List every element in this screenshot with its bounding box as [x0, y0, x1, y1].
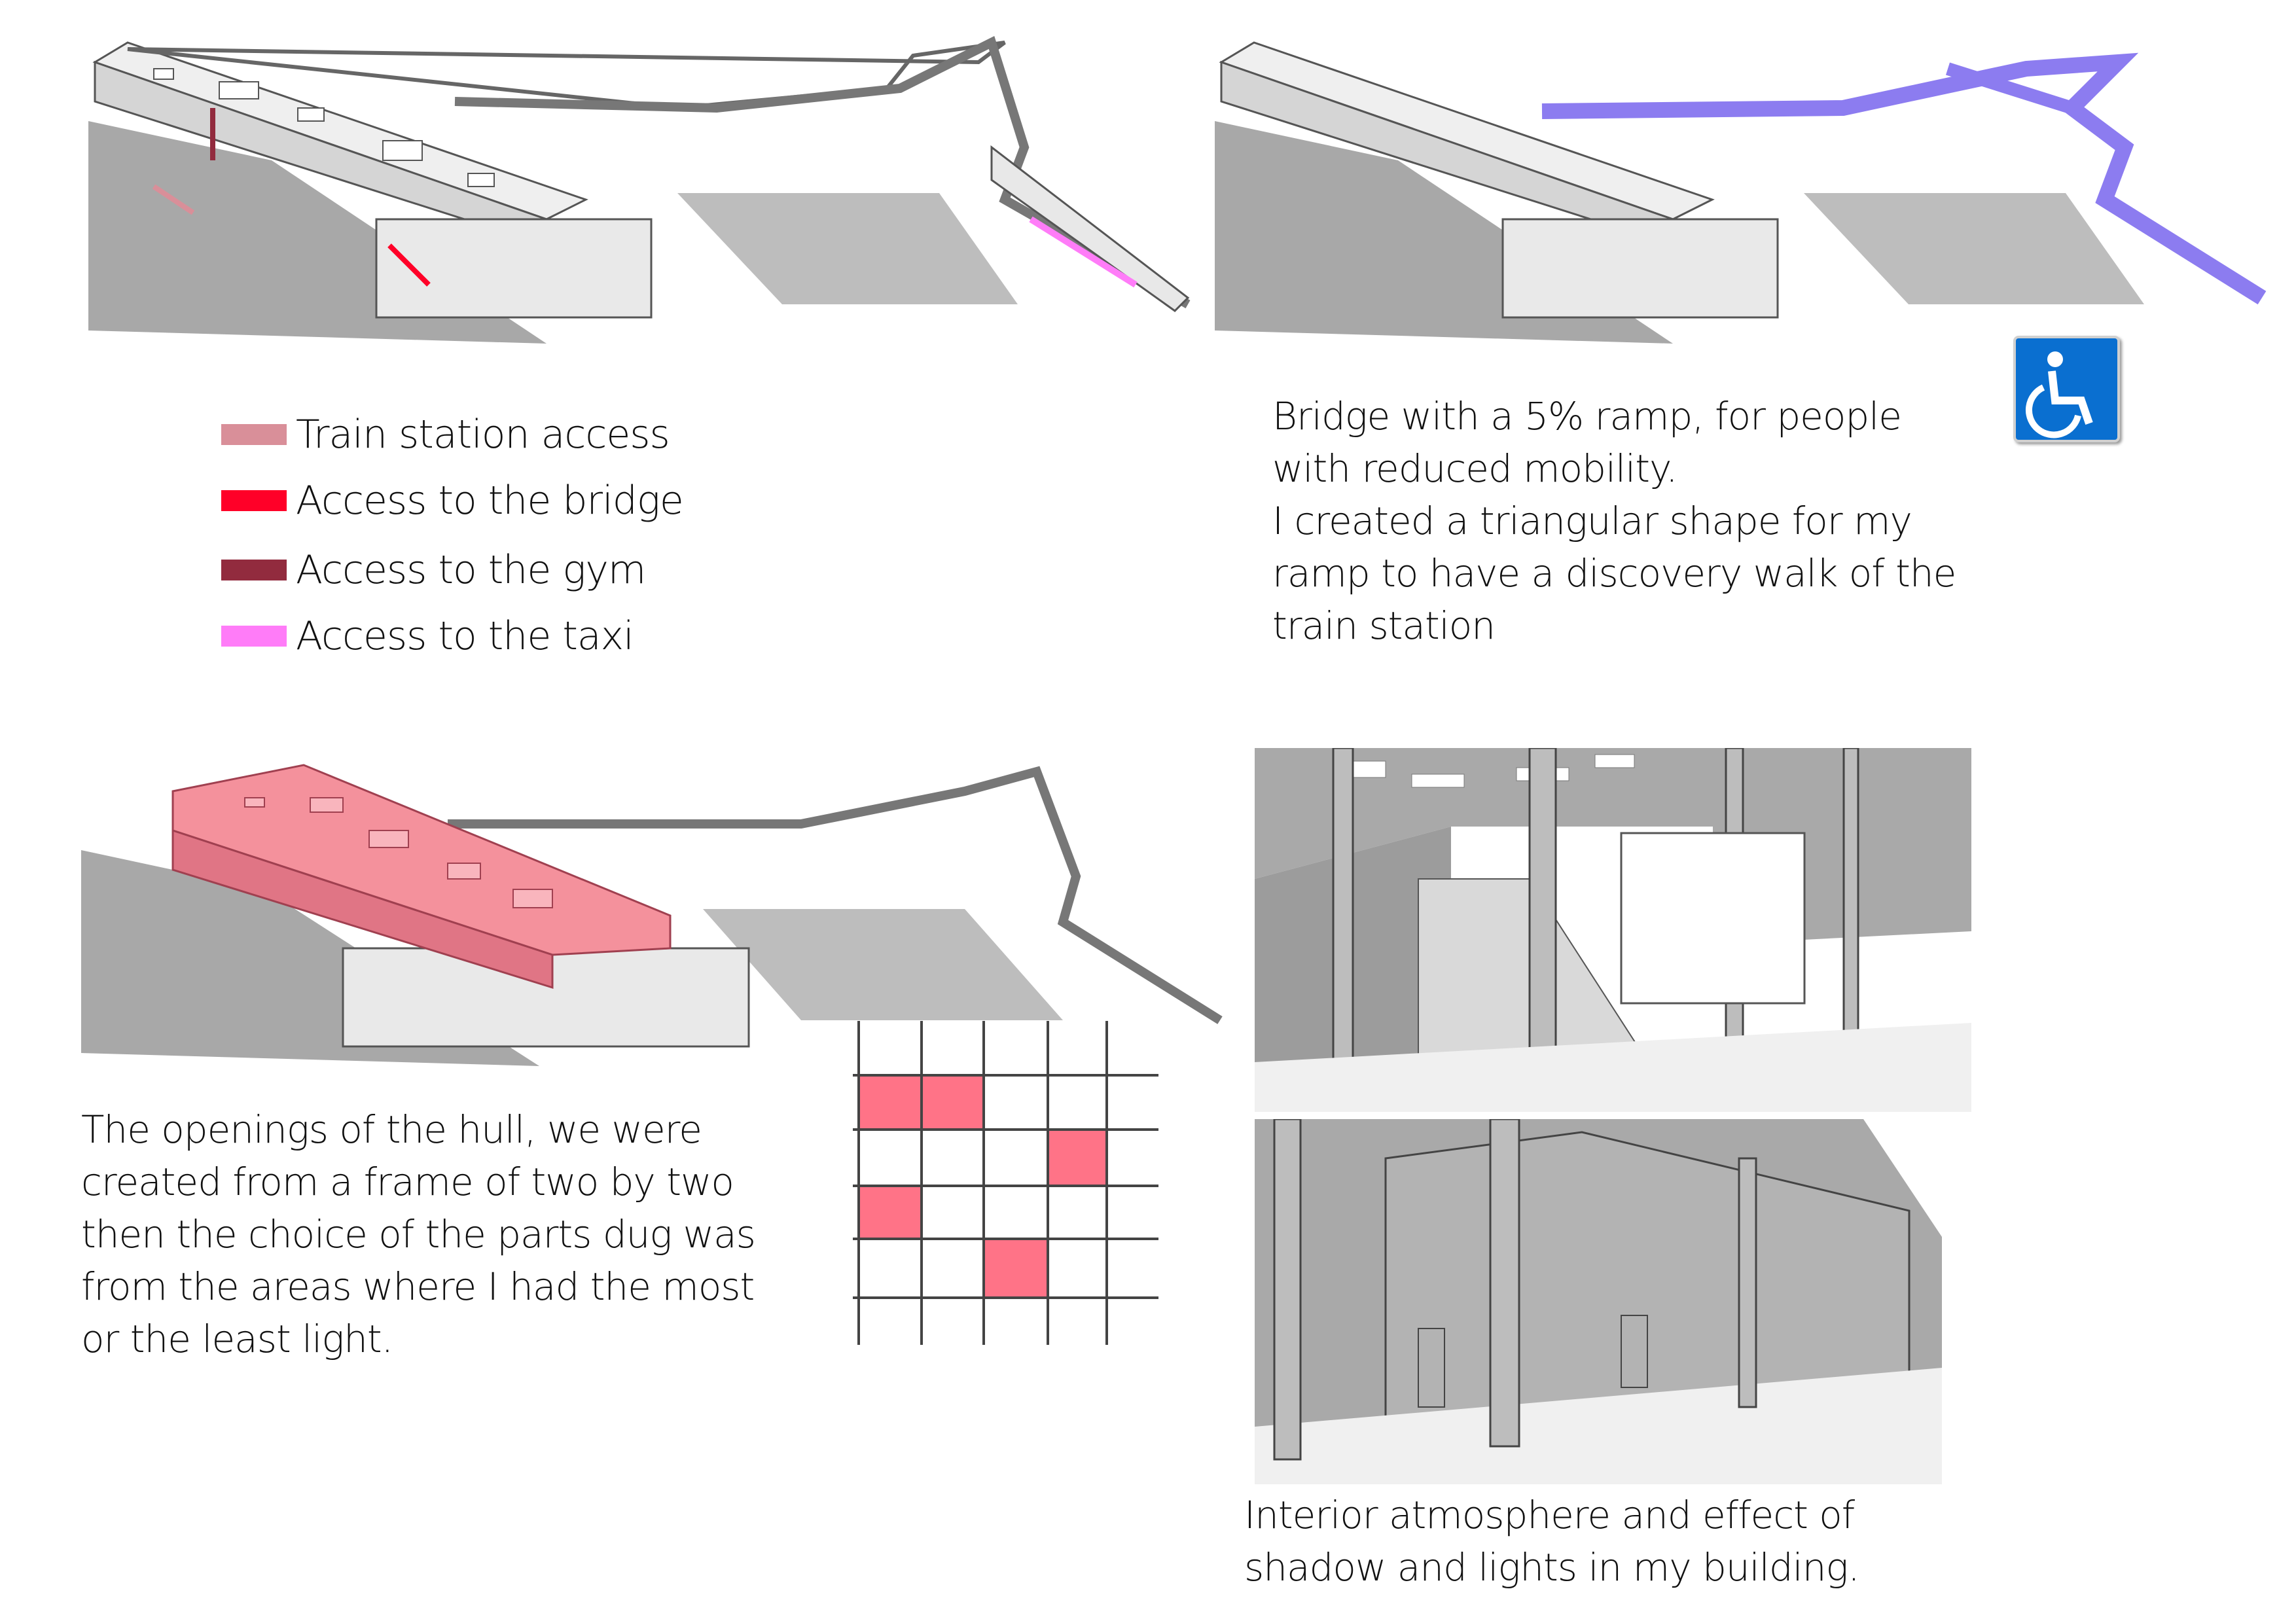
text-line: from the areas where I had the most — [81, 1264, 755, 1309]
ramp-axonometric-drawing — [1215, 41, 2267, 344]
legend-label: Train station access — [296, 412, 670, 457]
openings-grid-diagram — [853, 1021, 1158, 1345]
legend-swatch — [221, 626, 287, 647]
legend-item-bridge: Access to the bridge — [221, 474, 684, 527]
legend-item-gym: Access to the gym — [221, 544, 646, 596]
text-line: ramp to have a discovery walk of the — [1272, 551, 1956, 596]
filled-cell — [859, 1186, 922, 1239]
legend-item-train-station: Train station access — [221, 408, 670, 461]
filled-cell — [859, 1075, 922, 1130]
axonometric-access-drawing — [88, 36, 1191, 344]
text-line: or the least light. — [81, 1317, 393, 1361]
text-line: train station — [1272, 603, 1496, 648]
legend-item-taxi: Access to the taxi — [221, 610, 634, 662]
legend-label: Access to the bridge — [296, 478, 684, 524]
text-line: Interior atmosphere and effect of — [1244, 1493, 1855, 1537]
text-line: shadow and lights in my building. — [1244, 1545, 1860, 1590]
text-line: then the choice of the parts dug was — [81, 1212, 756, 1257]
legend-swatch — [221, 424, 287, 445]
wheelchair-icon — [2013, 336, 2120, 442]
filled-cell — [922, 1075, 984, 1130]
filled-cell — [1048, 1130, 1107, 1186]
text-line: Bridge with a 5% ramp, for people — [1272, 394, 1902, 438]
interior-render-stairs — [1255, 748, 1971, 1112]
bridge-description: Bridge with a 5% ramp, for people with r… — [1272, 390, 1956, 652]
hull-axonometric-drawing — [81, 764, 1223, 1066]
interior-caption: Interior atmosphere and effect of shadow… — [1244, 1489, 1860, 1594]
text-line: I created a triangular shape for my — [1272, 499, 1912, 543]
text-line: created from a frame of two by two — [81, 1160, 734, 1204]
hull-description: The openings of the hull, we were create… — [81, 1103, 756, 1365]
legend-swatch — [221, 490, 287, 511]
legend-label: Access to the gym — [296, 547, 646, 593]
interior-render-facade — [1255, 1119, 1942, 1484]
text-line: with reduced mobility. — [1272, 446, 1678, 491]
legend-swatch — [221, 560, 287, 580]
text-line: The openings of the hull, we were — [81, 1107, 702, 1152]
filled-cell — [984, 1239, 1048, 1298]
legend-label: Access to the taxi — [296, 613, 634, 659]
